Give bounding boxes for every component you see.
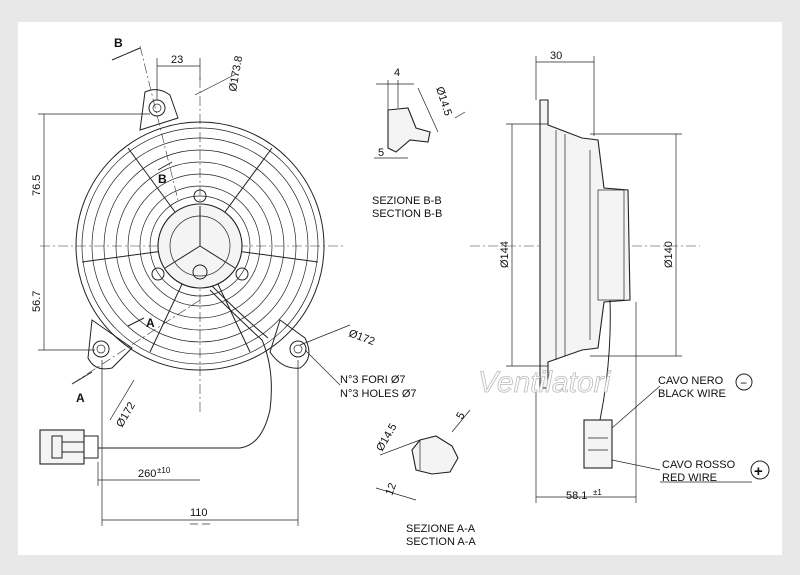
section-aa-title-it: SEZIONE A-A <box>406 523 476 535</box>
red-wire-en: RED WIRE <box>662 472 717 484</box>
section-bb-title-en: SECTION B-B <box>372 208 442 220</box>
section-b-label: B <box>114 36 123 50</box>
black-wire-en: BLACK WIRE <box>658 388 726 400</box>
section-a-label: A <box>76 391 85 405</box>
plus-icon <box>750 460 770 480</box>
left-ear <box>87 319 133 370</box>
top-ear <box>139 89 179 131</box>
bb-dim-4: 4 <box>394 67 400 79</box>
black-wire-sign: − <box>740 376 747 390</box>
minus-icon <box>735 373 753 391</box>
right-ear <box>269 319 310 369</box>
holes-note-it: N°3 FORI Ø7 <box>340 374 406 386</box>
dim-76-5: 76.5 <box>31 175 43 196</box>
dim-260: 260 <box>138 468 156 480</box>
black-wire-it: CAVO NERO <box>658 375 724 387</box>
aa-dim-5: 5 <box>454 410 467 421</box>
section-aa-shape <box>411 435 459 475</box>
holes-note-en: N°3 HOLES Ø7 <box>340 388 417 400</box>
dim-30: 30 <box>550 50 562 62</box>
section-b-inner: B <box>158 172 167 186</box>
fan-housing <box>75 121 325 371</box>
section-bb-title-it: SEZIONE B-B <box>372 195 442 207</box>
side-housing <box>539 99 631 389</box>
red-wire-it: CAVO ROSSO <box>662 459 736 471</box>
side-view: 30 Ø144 Ø140 58.1 ±1 CAVO NERO BLACK WIR… <box>470 50 770 503</box>
dim-110: 110 <box>190 507 208 519</box>
aa-dim-12: 12 <box>384 481 399 497</box>
dim-23: 23 <box>171 54 183 66</box>
dim-260-tolerance: ±10 <box>157 466 171 475</box>
dim-140: Ø140 <box>663 241 675 268</box>
front-view: 23 B Ø173.8 76.5 56.7 B A A Ø172 Ø172 N°… <box>31 36 417 526</box>
dim-56-7: 56.7 <box>31 291 43 312</box>
section-aa-title-en: SECTION A-A <box>406 536 476 548</box>
dim-144: Ø144 <box>499 241 511 268</box>
section-bb-shape <box>387 107 431 153</box>
dim-58-1: 58.1 <box>566 490 587 502</box>
power-cable <box>98 289 272 449</box>
red-wire-sign: + <box>754 463 763 480</box>
bb-dim-5: 5 <box>378 147 384 159</box>
section-a-inner: A <box>146 316 155 330</box>
watermark: Ventilatori <box>478 366 612 399</box>
dim-58-1-tolerance: ±1 <box>593 488 602 497</box>
side-cable <box>599 299 611 421</box>
side-connector <box>583 419 613 469</box>
